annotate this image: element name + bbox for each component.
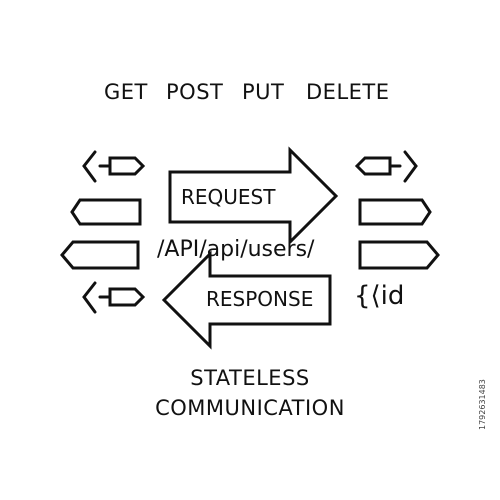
footer-line-communication: COMMUNICATION	[155, 396, 345, 420]
method-post: POST	[166, 80, 224, 104]
left-arrow-tag-2	[60, 240, 140, 270]
method-put: PUT	[242, 80, 285, 104]
request-arrow	[168, 146, 339, 246]
method-get: GET	[104, 80, 148, 104]
response-arrow	[161, 250, 332, 350]
id-label: {⟨id	[354, 281, 405, 311]
left-arrow-tag-1	[70, 198, 142, 226]
right-arrow-tag-2	[358, 240, 440, 270]
request-label: REQUEST	[181, 185, 276, 209]
footer-line-stateless: STATELESS	[190, 366, 310, 390]
method-delete: DELETE	[306, 80, 390, 104]
left-code-tag-top-icon	[82, 150, 146, 183]
right-code-tag-top-icon	[354, 150, 418, 183]
response-label: RESPONSE	[206, 287, 314, 311]
left-code-tag-bottom-icon	[82, 281, 146, 314]
api-path-label: /API/api/users/	[157, 237, 315, 262]
right-arrow-tag-1	[358, 198, 432, 226]
stock-image-id: 1792631483	[478, 379, 487, 430]
